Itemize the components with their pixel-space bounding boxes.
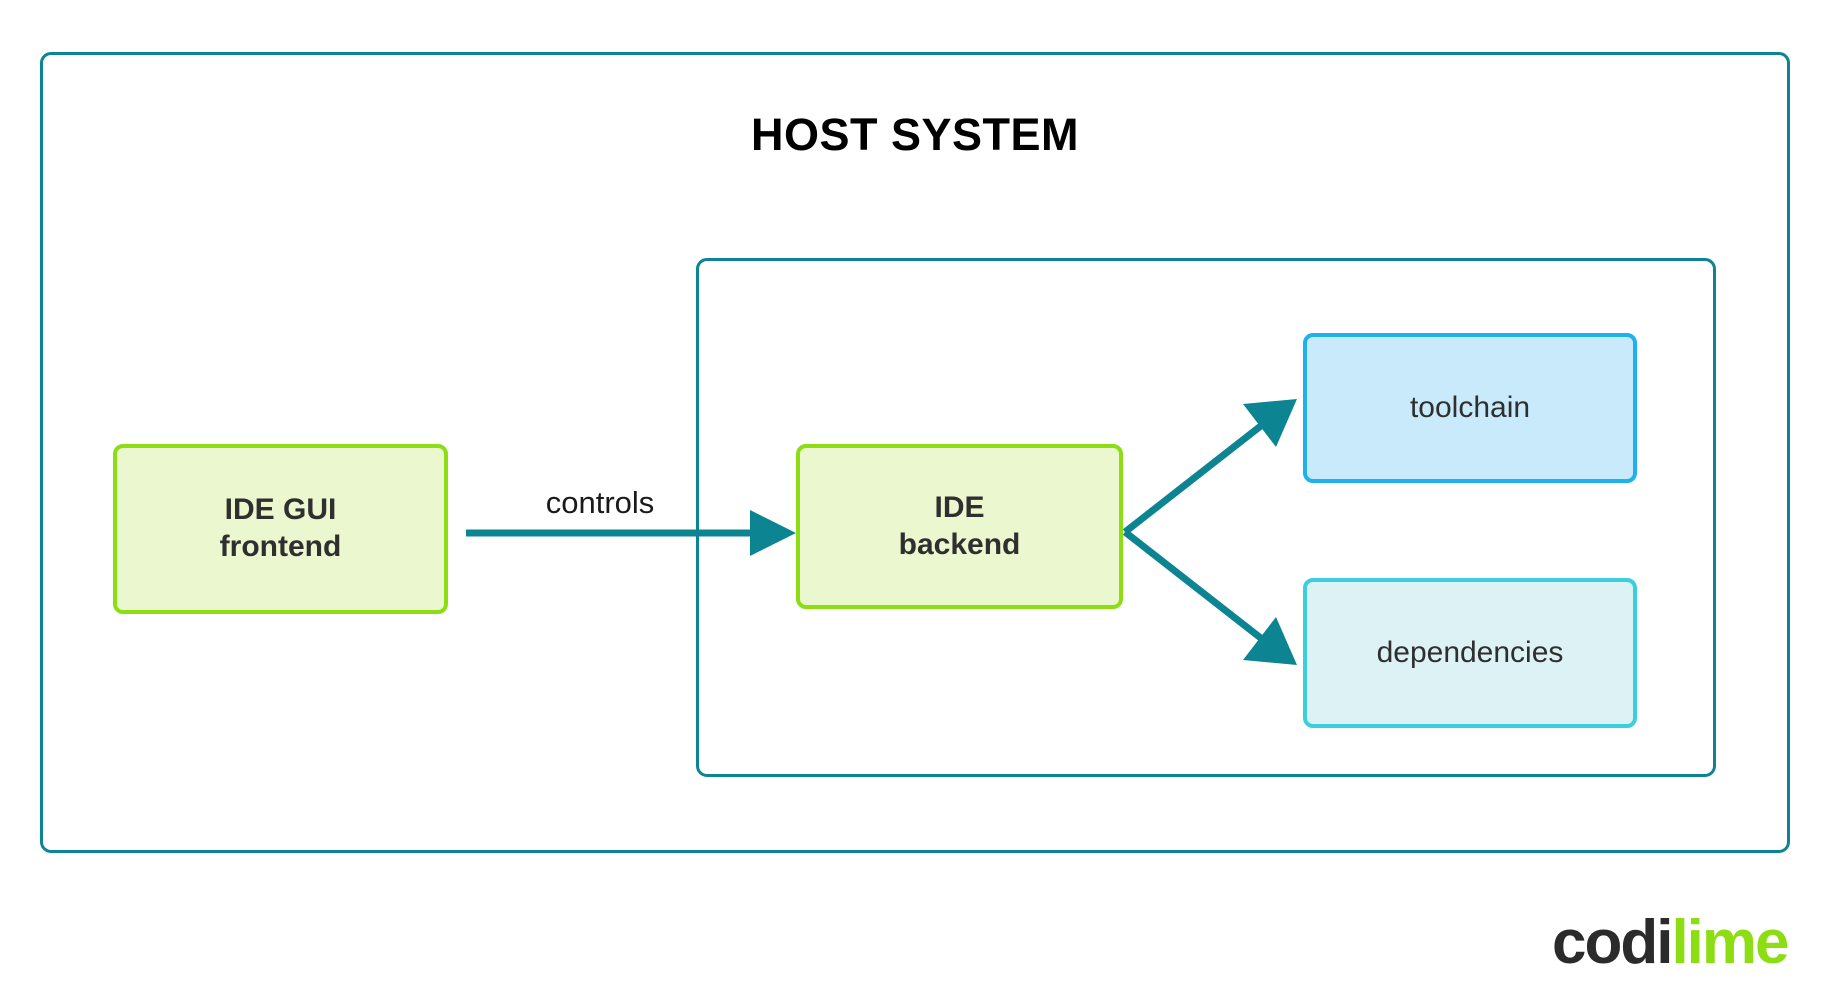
node-ide-backend-line2: backend (898, 527, 1021, 561)
logo-text-codi: codi (1552, 908, 1673, 977)
node-toolchain-label: toolchain (1409, 390, 1531, 424)
node-ide-backend[interactable]: IDE backend (796, 444, 1123, 609)
node-ide-backend-line1: IDE (934, 490, 985, 524)
logo-text-lime: lime (1671, 908, 1789, 977)
host-system-container (40, 52, 1790, 853)
node-dependencies[interactable]: dependencies (1303, 578, 1637, 728)
node-dependencies-label: dependencies (1376, 635, 1564, 669)
diagram-title: HOST SYSTEM (750, 109, 1080, 160)
edge-label-controls: controls (545, 485, 655, 520)
node-toolchain[interactable]: toolchain (1303, 333, 1637, 483)
node-ide-gui-frontend-line2: frontend (219, 530, 342, 563)
codilime-logo: codilime (1552, 912, 1790, 974)
inner-host-container (696, 258, 1716, 777)
node-ide-gui-frontend-line1: IDE GUI (224, 493, 337, 527)
node-ide-gui-frontend[interactable]: IDE GUI frontend (113, 444, 448, 614)
